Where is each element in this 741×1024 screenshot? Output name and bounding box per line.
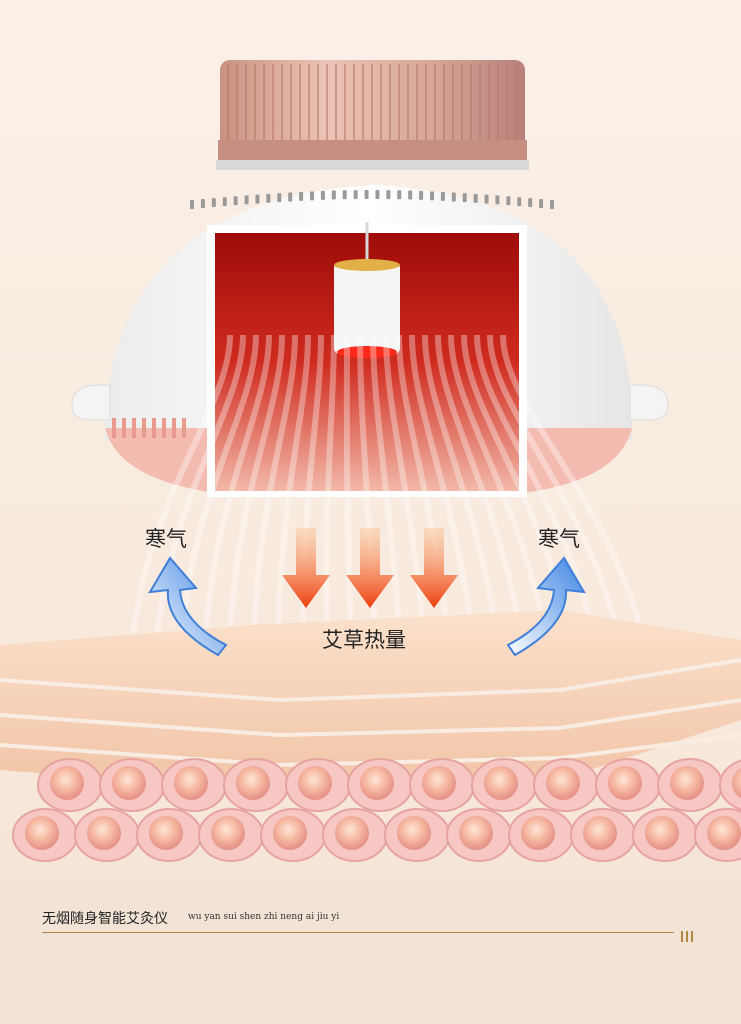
- heat-arrow-icon: [282, 528, 330, 608]
- cell: [409, 758, 475, 812]
- cell: [632, 808, 698, 862]
- cell: [161, 758, 227, 812]
- cell: [508, 808, 574, 862]
- cell: [533, 758, 599, 812]
- cell: [471, 758, 537, 812]
- cell: [74, 808, 140, 862]
- cell: [347, 758, 413, 812]
- product-name-pinyin: wu yan sui shen zhi neng ai jiu yi: [188, 912, 340, 922]
- cell: [37, 758, 103, 812]
- cell: [384, 808, 450, 862]
- cell: [198, 808, 264, 862]
- cell: [657, 758, 723, 812]
- cell: [694, 808, 741, 862]
- cap: [216, 60, 529, 170]
- heat-arrows: [282, 528, 458, 608]
- cell: [223, 758, 289, 812]
- moxibustion-device-diagram: [0, 60, 741, 862]
- cell: [12, 808, 78, 862]
- cell: [285, 758, 351, 812]
- cell: [260, 808, 326, 862]
- heat-arrow-icon: [410, 528, 458, 608]
- cold-arrow-icon: [506, 556, 586, 657]
- footer: [0, 880, 741, 1024]
- cell: [570, 808, 636, 862]
- cell: [595, 758, 661, 812]
- cell: [99, 758, 165, 812]
- heating-chamber: [207, 222, 527, 497]
- heat-arrow-icon: [346, 528, 394, 608]
- skin-layers: [0, 610, 741, 790]
- product-name: 无烟随身智能艾灸仪: [42, 911, 168, 927]
- heat-label: 艾草热量: [322, 628, 406, 652]
- footer-divider: [42, 932, 674, 933]
- tissue-cells: [12, 758, 741, 862]
- product-illustration: [0, 0, 741, 880]
- cell: [322, 808, 388, 862]
- footer-ornament: [681, 927, 696, 946]
- cold-label-left: 寒气: [145, 527, 187, 551]
- cell: [136, 808, 202, 862]
- cell: [446, 808, 512, 862]
- cold-label-right: 寒气: [538, 527, 580, 551]
- cold-arrow-icon: [148, 556, 228, 657]
- cell: [719, 759, 741, 811]
